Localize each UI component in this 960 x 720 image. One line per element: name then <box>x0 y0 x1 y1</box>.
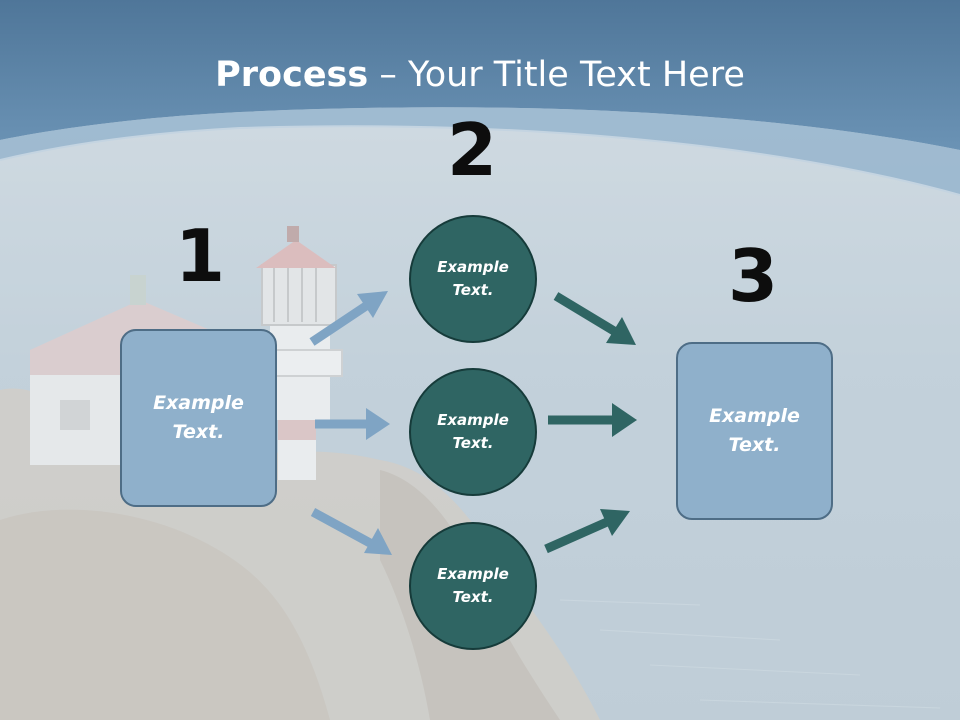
slide-title: Process – Your Title Text Here <box>0 52 960 98</box>
step-number-1: 1 <box>174 214 226 298</box>
arrow-1-to-2-middle-icon <box>315 408 390 440</box>
arrow-1-to-2-bottom-icon <box>310 508 392 555</box>
arrow-2-to-3-bottom-icon <box>544 509 630 554</box>
step-2-circle-bottom: Example Text. <box>409 522 537 650</box>
step-3-box: Example Text. <box>676 342 833 520</box>
step-2-circle-top: Example Text. <box>409 215 537 343</box>
title-rest: – Your Title Text Here <box>368 55 745 95</box>
arrow-2-to-3-top-icon <box>553 292 636 345</box>
step-number-2: 2 <box>446 108 498 192</box>
arrow-1-to-2-top-icon <box>309 291 388 346</box>
step-number-3: 3 <box>727 234 779 318</box>
title-bold: Process <box>215 55 369 95</box>
step-2-circle-middle: Example Text. <box>409 368 537 496</box>
arrow-2-to-3-middle-icon <box>548 403 637 437</box>
step-1-box: Example Text. <box>120 329 277 507</box>
